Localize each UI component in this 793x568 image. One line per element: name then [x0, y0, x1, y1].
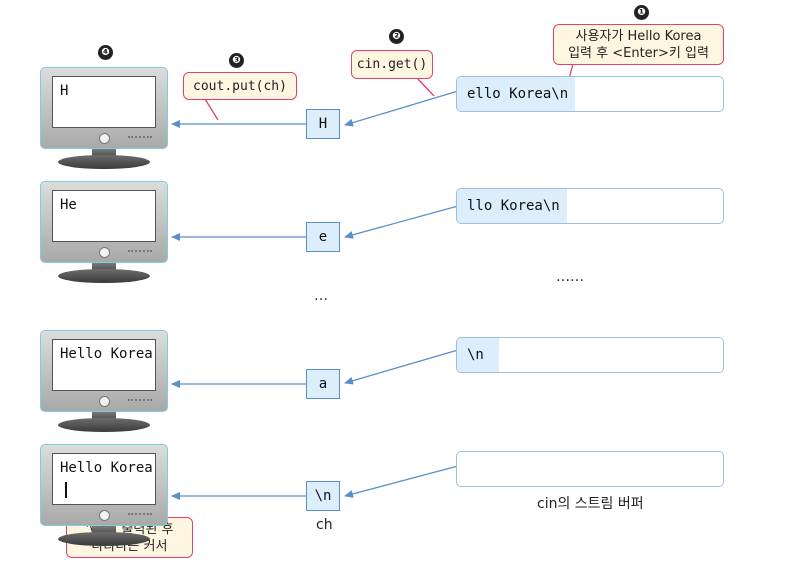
monitor-base: [58, 532, 150, 546]
cin-get-callout: cin.get(): [351, 50, 433, 79]
char-variable-label: ch: [316, 517, 333, 533]
monitor-row-3: Hello Korea: [40, 330, 168, 432]
monitor-neck: [92, 149, 116, 157]
monitor-row-1: H: [40, 67, 168, 169]
stream-buffer-row-2: llo Korea\n: [456, 188, 724, 224]
stream-buffer-row-3: \n: [456, 337, 724, 373]
callout-pointer-cout-put: [204, 98, 219, 121]
monitor-neck: [92, 526, 116, 534]
cout-put-callout: cout.put(ch): [183, 72, 297, 100]
arrow-buffer-to-char-1: [344, 90, 459, 127]
monitor-base: [58, 155, 150, 169]
monitor-screen-text: H: [52, 76, 156, 128]
callout-pointer-cin-get: [417, 78, 435, 97]
monitor-screen-text: Hello Korea: [52, 339, 156, 391]
step-1-badge: ❶: [634, 5, 649, 20]
power-button-icon: [99, 133, 110, 144]
monitor-row-2: He: [40, 181, 168, 283]
monitor-neck: [92, 263, 116, 271]
char-box-row-1: H: [306, 109, 340, 139]
step-2-badge: ❷: [389, 29, 404, 44]
speaker-slots: [128, 136, 152, 140]
speaker-slots: [128, 250, 152, 254]
input-callout: 사용자가 Hello Korea 입력 후 <Enter>키 입력: [553, 24, 724, 65]
stream-buffer-row-1: ello Korea\n: [456, 76, 724, 112]
char-box-row-2: e: [306, 222, 340, 252]
buffer-contents: ello Korea\n: [457, 77, 575, 111]
monitor-screen-text: Hello Korea: [52, 453, 156, 505]
monitor-base: [58, 418, 150, 432]
step-3-badge: ❸: [229, 53, 244, 68]
monitor-row-4: Hello Korea: [40, 444, 168, 546]
input-callout-line-2: 입력 후 <Enter>키 입력: [568, 45, 709, 61]
arrow-buffer-to-char-2: [344, 205, 459, 239]
speaker-slots: [128, 399, 152, 403]
ellipsis-left: …: [314, 288, 328, 304]
arrow-buffer-to-char-4: [344, 465, 459, 498]
buffer-contents: llo Korea\n: [457, 189, 567, 223]
step-4-badge: ❹: [98, 45, 113, 60]
speaker-slots: [128, 513, 152, 517]
monitor-screen-text: He: [52, 190, 156, 242]
monitor-base: [58, 269, 150, 283]
stream-buffer-label: cin의 스트림 버퍼: [537, 496, 644, 512]
power-button-icon: [99, 396, 110, 407]
text-cursor: [65, 482, 67, 498]
input-callout-line-1: 사용자가 Hello Korea: [575, 28, 702, 44]
monitor-neck: [92, 412, 116, 420]
char-box-row-4: \n: [306, 481, 340, 511]
power-button-icon: [99, 510, 110, 521]
buffer-contents: \n: [457, 338, 499, 372]
char-box-row-3: a: [306, 369, 340, 399]
arrow-buffer-to-char-3: [344, 349, 459, 385]
power-button-icon: [99, 247, 110, 258]
stream-buffer-row-4: [456, 451, 724, 487]
ellipsis-right: ……: [556, 269, 584, 285]
